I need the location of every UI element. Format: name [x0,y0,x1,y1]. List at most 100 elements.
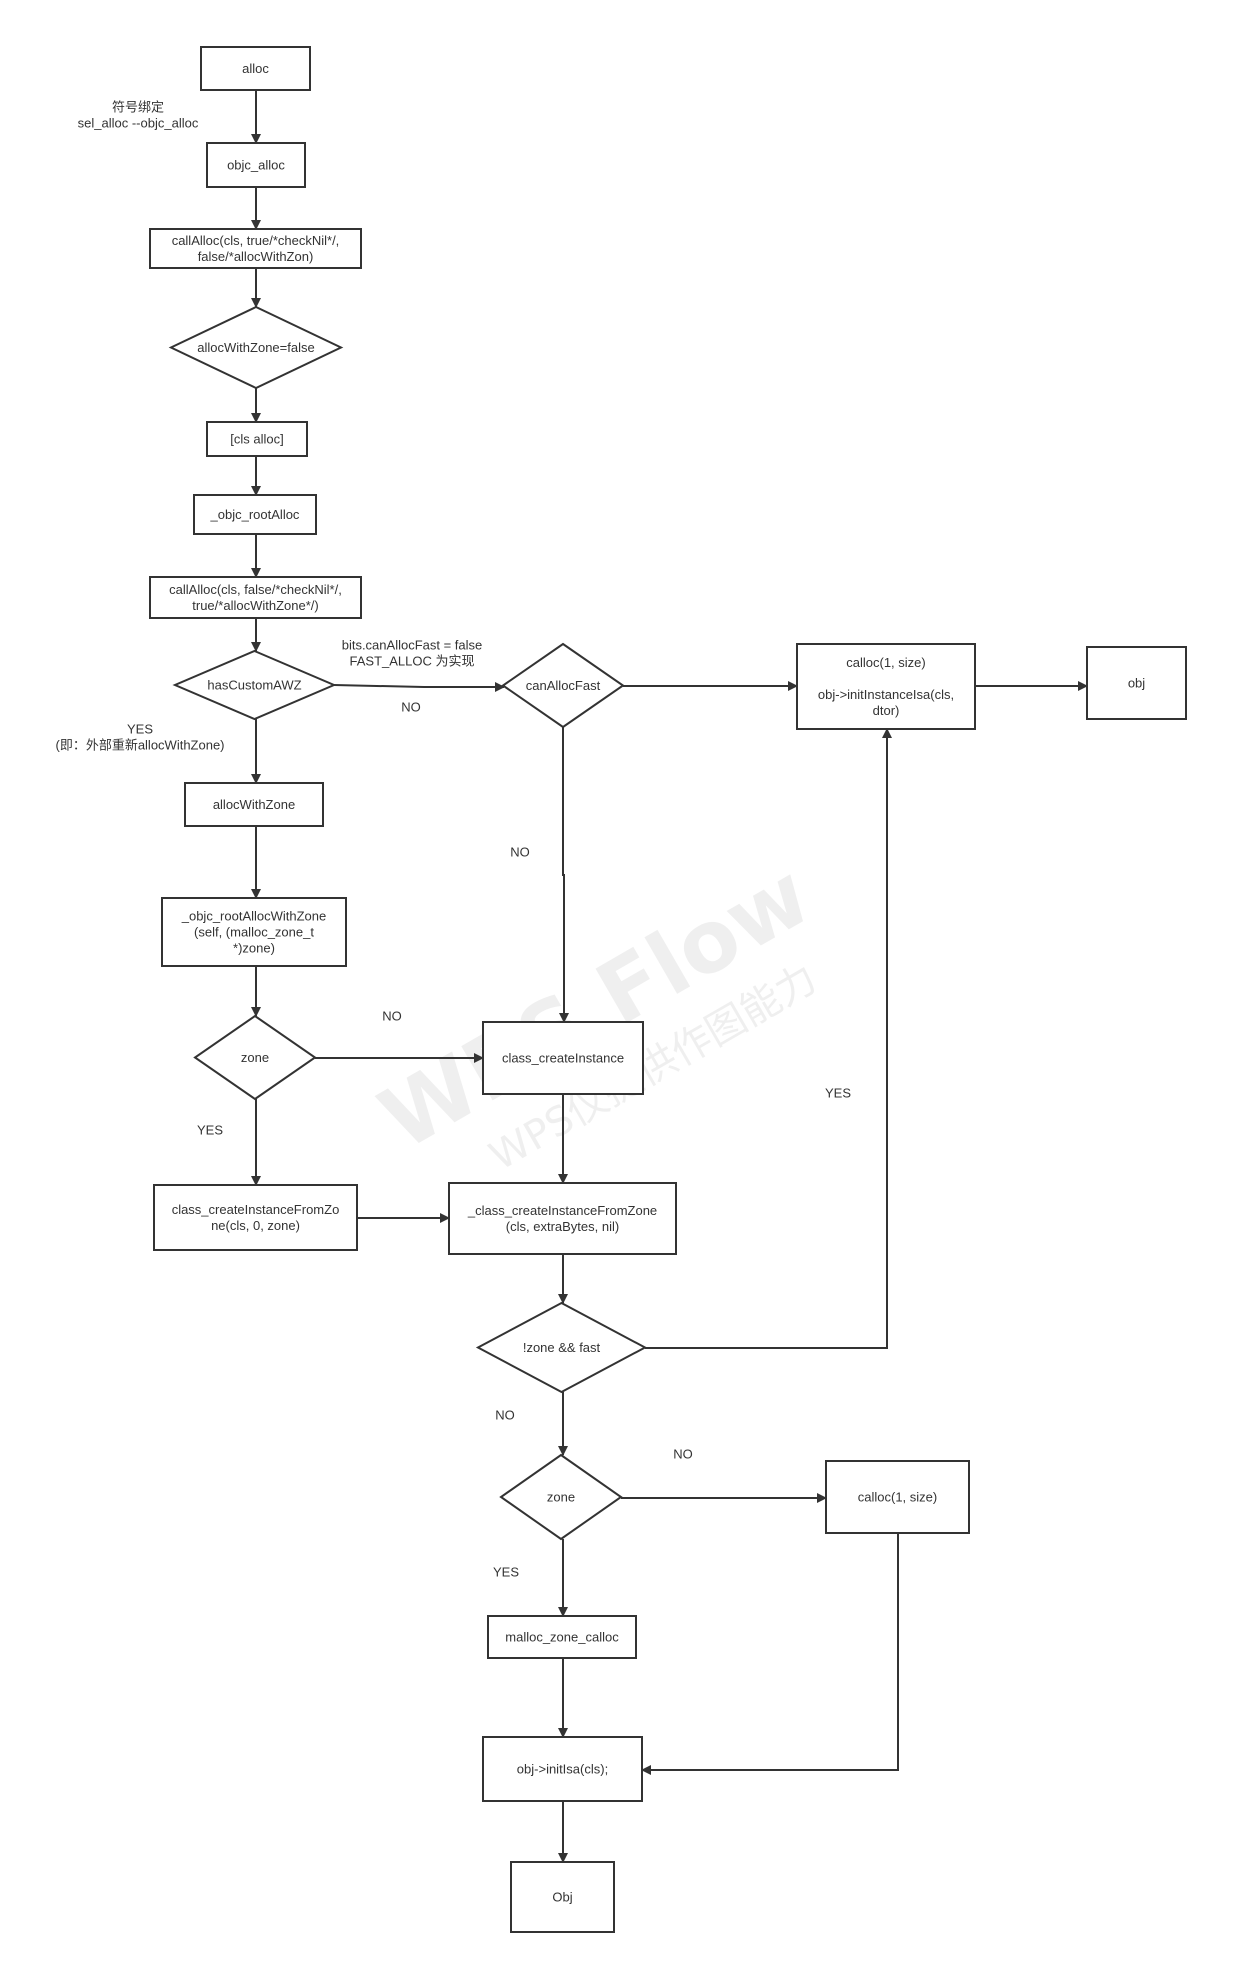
node-class-create: class_createInstance [482,1021,644,1095]
node-create-from-zone-left-text-line-1: class_createInstanceFromZo [172,1202,340,1217]
edge-has-awz-to-can-fast [333,682,505,692]
node-create-from-zone: _class_createInstanceFromZone(cls, extra… [448,1182,677,1255]
node-calloc-isa: calloc(1, size) obj->initInstanceIsa(cls,… [796,643,976,730]
process-box [184,782,324,827]
node-awz-false-text-line-1: allocWithZone=false [197,340,314,355]
process-box [1086,646,1187,720]
edge-label-no-awz: NO [401,700,421,715]
node-can-fast: canAllocFast [501,642,625,729]
edge-label-no-awz-text-line-1: NO [401,700,421,715]
process-box [200,46,311,91]
node-objc-alloc: objc_alloc [206,142,306,188]
node-root-awz-text-line-1: _objc_rootAllocWithZone [181,909,327,924]
process-box [161,897,347,967]
edge-label-yes-zone2: YES [493,1565,519,1580]
edge-label-no-notzone: NO [495,1408,515,1423]
process-box [149,576,362,619]
edge-label-yes-zone1: YES [197,1123,223,1138]
node-create-from-zone-text-line-2: (cls, extraBytes, nil) [506,1219,619,1234]
process-box [153,1184,358,1251]
edge-label-no-notzone-text-line-1: NO [495,1408,515,1423]
decision-diamond [168,305,344,390]
node-callalloc2-text-line-1: callAlloc(cls, false/*checkNil*/, [169,582,342,597]
node-malloc-zone: malloc_zone_calloc [487,1615,637,1659]
decision-diamond [172,649,337,721]
node-obj-bottom-text-line-1: Obj [552,1890,572,1905]
edge-label-yes-zone1-text-line-1: YES [197,1123,223,1138]
edge-label-no-zone2-text-line-1: NO [673,1447,693,1462]
node-alloc-with-zone: allocWithZone [184,782,324,827]
node-class-create-text-line-1: class_createInstance [502,1051,624,1066]
edge-label-yes-awz-text-line-2: (即：外部重新allocWithZone) [55,738,224,753]
edge-calloc2-to-init-isa [641,1533,899,1775]
node-can-fast-text-line-1: canAllocFast [526,678,601,693]
node-alloc-with-zone-text-line-1: allocWithZone [213,797,295,812]
node-root-alloc-text-line-1: _objc_rootAlloc [210,507,300,522]
node-zone2-text-line-1: zone [547,1490,575,1505]
connectors [251,90,1088,1863]
edge-label-bits-cond-text-line-1: bits.canAllocFast = false [342,638,483,653]
node-create-from-zone-left: class_createInstanceFromZone(cls, 0, zon… [153,1184,358,1251]
node-cls-alloc-text-line-1: [cls alloc] [230,432,283,447]
node-zone1-text-line-1: zone [241,1050,269,1065]
node-callalloc2: callAlloc(cls, false/*checkNil*/,true/*a… [149,576,362,619]
edge-label-yes-notzone-text-line-1: YES [825,1086,851,1101]
edge-label-symbol-bind-text-line-2: sel_alloc --objc_alloc [78,116,199,131]
decision-diamond [501,642,625,729]
process-box [796,643,976,730]
node-objc-alloc-text-line-1: objc_alloc [227,158,285,173]
node-create-from-zone-left-text-line-2: ne(cls, 0, zone) [211,1218,300,1233]
process-box [206,421,308,457]
node-calloc-isa-text-line-4: dtor) [873,703,900,718]
node-calloc2-text-line-1: calloc(1, size) [858,1490,937,1505]
edge-label-no-zone1-text-line-1: NO [382,1009,402,1024]
edge-label-no-zone1: NO [382,1009,402,1024]
edge-label-yes-notzone: YES [825,1086,851,1101]
node-callalloc1: callAlloc(cls, true/*checkNil*/,false/*a… [149,228,362,269]
edge-label-no-fast-text-line-1: NO [510,845,530,860]
node-awz-false: allocWithZone=false [168,305,344,390]
edge-label-yes-awz: YES(即：外部重新allocWithZone) [55,722,224,753]
decision-diamond [475,1301,648,1394]
node-obj-bottom: Obj [510,1861,615,1933]
edge-label-yes-zone2-text-line-1: YES [493,1565,519,1580]
node-init-isa-text-line-1: obj->initIsa(cls); [517,1762,608,1777]
node-alloc-text-line-1: alloc [242,61,269,76]
node-zone1: zone [193,1014,317,1101]
process-box [487,1615,637,1659]
edge-label-no-zone2: NO [673,1447,693,1462]
node-callalloc1-text-line-2: false/*allocWithZon) [198,249,314,264]
edge-label-yes-awz-text-line-1: YES [127,722,153,737]
node-malloc-zone-text-line-1: malloc_zone_calloc [505,1630,619,1645]
process-box [510,1861,615,1933]
node-obj-top: obj [1086,646,1187,720]
node-calloc2: calloc(1, size) [825,1460,970,1534]
node-root-alloc: _objc_rootAlloc [193,494,317,535]
node-notzone-fast-text-line-1: !zone && fast [523,1340,601,1355]
node-obj-top-text-line-1: obj [1128,676,1145,691]
node-callalloc1-text-line-1: callAlloc(cls, true/*checkNil*/, [172,233,340,248]
node-create-from-zone-text-line-1: _class_createInstanceFromZone [467,1203,657,1218]
node-zone2: zone [499,1453,623,1541]
node-alloc: alloc [200,46,311,91]
process-box [149,228,362,269]
decision-diamond [193,1014,317,1101]
node-root-awz-text-line-2: (self, (malloc_zone_t [194,925,314,940]
process-box [825,1460,970,1534]
node-notzone-fast: !zone && fast [475,1301,648,1394]
edge-label-no-fast: NO [510,845,530,860]
node-root-awz-text-line-3: *)zone) [233,941,275,956]
process-box [448,1182,677,1255]
node-calloc-isa-text-line-1: calloc(1, size) [846,655,925,670]
process-box [482,1736,643,1802]
edge-notzone-fast-to-calloc-isa [645,728,892,1349]
decision-diamond [499,1453,623,1541]
edge-label-symbol-bind-text-line-1: 符号绑定 [112,100,164,115]
edge-can-fast-to-class-create [559,727,569,1023]
node-calloc-isa-text-line-3: obj->initInstanceIsa(cls, [818,687,954,702]
node-has-awz: hasCustomAWZ [172,649,337,721]
edge-label-bits-cond-text-line-2: FAST_ALLOC 为实现 [350,654,475,669]
